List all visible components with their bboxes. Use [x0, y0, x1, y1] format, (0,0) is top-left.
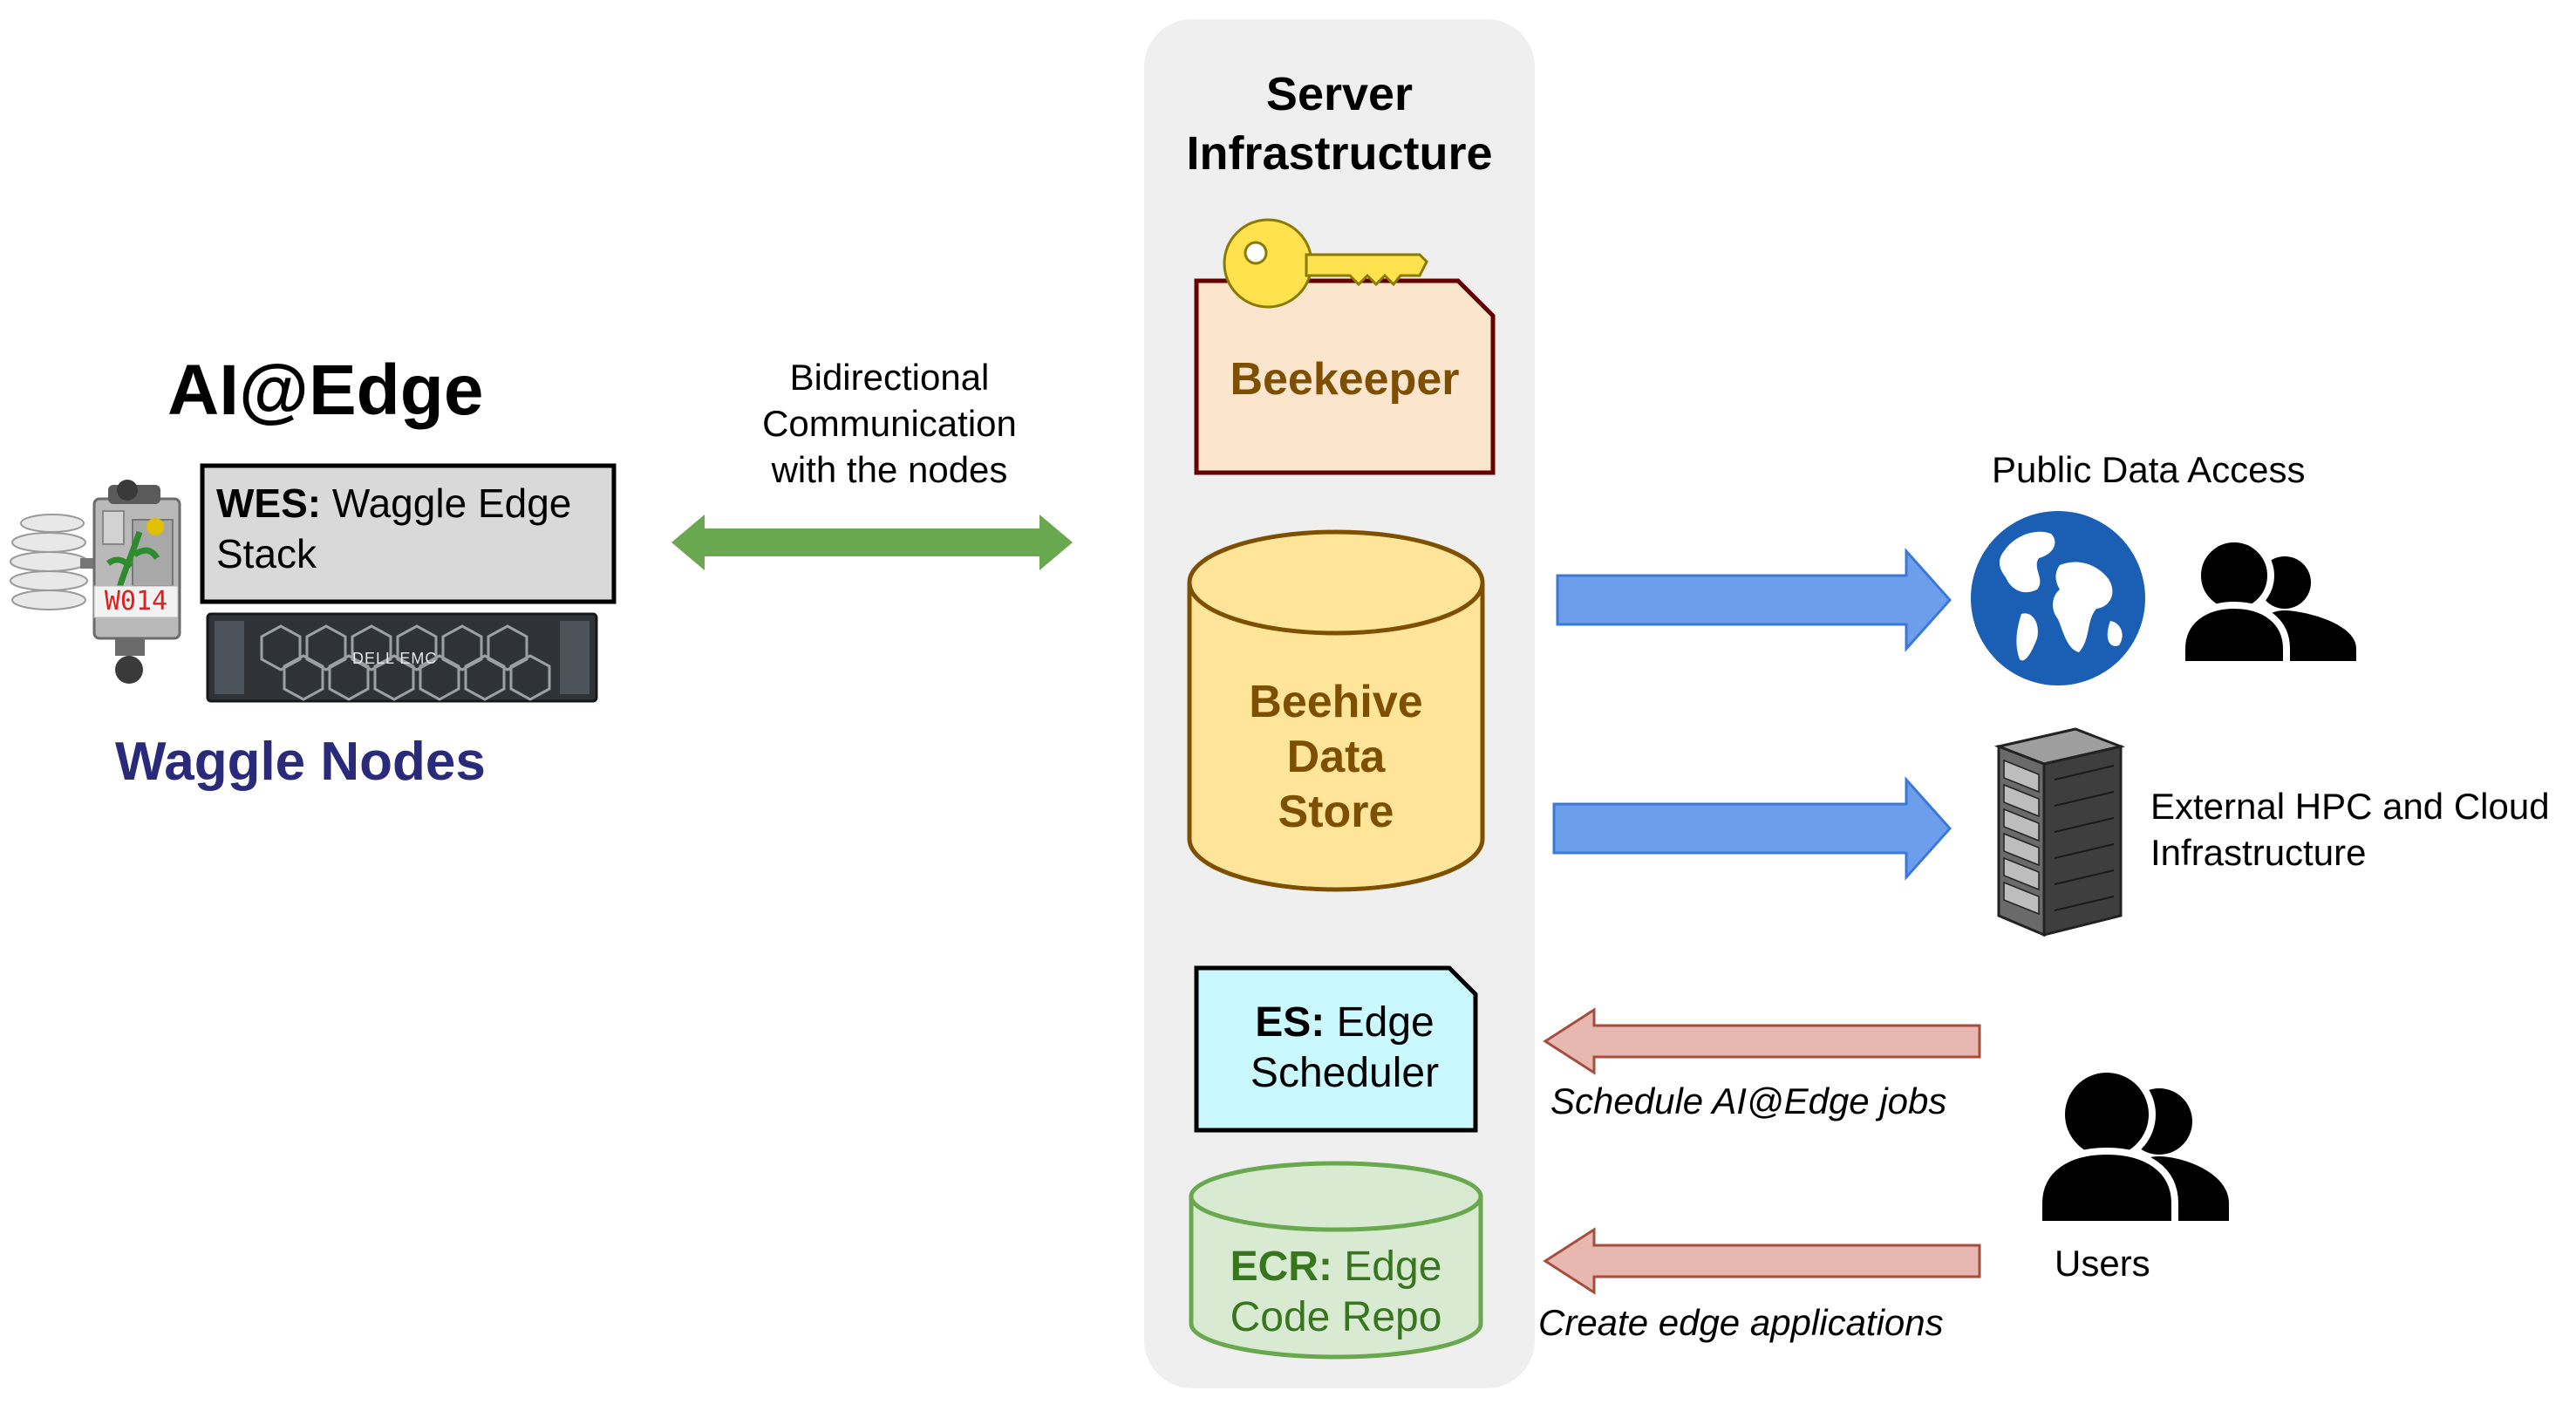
beehive-label-line2: Data	[1286, 732, 1386, 782]
globe-icon	[1971, 511, 2145, 685]
waggle-nodes-caption: Waggle Nodes	[115, 732, 486, 792]
node-tag-w014: W014	[104, 586, 168, 617]
hpc-arrow	[1552, 776, 1952, 881]
ecr-label-text1: Edge	[1344, 1244, 1442, 1290]
edge-code-repo	[1189, 1161, 1483, 1360]
create-apps-arrow	[1543, 1227, 1981, 1295]
es-label-bold: ES:	[1255, 999, 1325, 1046]
hpc-label-line2: Infrastructure	[2150, 832, 2367, 873]
hpc-label-line1: External HPC and Cloud	[2150, 786, 2550, 827]
dell-brand-label: DELL EMC	[352, 650, 438, 667]
beehive-label: Beehive Data Store	[1189, 675, 1482, 840]
wes-label-text: Waggle Edge Stack	[216, 481, 572, 576]
ecr-label-text2: Code Repo	[1230, 1294, 1442, 1340]
es-label-text2: Scheduler	[1250, 1050, 1440, 1096]
schedule-jobs-arrow	[1543, 1007, 1981, 1075]
key-icon	[1223, 218, 1428, 309]
rack-server-icon	[1993, 727, 2126, 937]
beehive-label-line3: Store	[1278, 787, 1394, 837]
ecr-label-bold: ECR:	[1230, 1244, 1332, 1290]
users-group-icon-users	[2035, 1066, 2229, 1228]
public-access-arrow	[1556, 548, 1952, 652]
hpc-label: External HPC and Cloud Infrastructure	[2150, 783, 2550, 876]
wes-label-bold: WES:	[216, 481, 322, 526]
server-title-line2: Infrastructure	[1186, 127, 1493, 180]
edge-code-repo-label: ECR: Edge Code Repo	[1191, 1242, 1481, 1343]
beekeeper-label: Beekeeper	[1230, 354, 1460, 405]
beehive-data-store	[1187, 529, 1485, 892]
bidirectional-label-line1: Bidirectional	[789, 357, 990, 398]
edge-scheduler-label: ES: Edge Scheduler	[1205, 998, 1484, 1099]
public-data-access-label: Public Data Access	[1992, 449, 2306, 490]
beekeeper-box	[1194, 278, 1496, 475]
schedule-jobs-label: Schedule AI@Edge jobs	[1550, 1080, 1947, 1121]
bidirectional-label-line2: Communication	[762, 403, 1017, 444]
edge-scheduler-box	[1194, 965, 1478, 1133]
waggle-node-photo	[10, 480, 181, 684]
ai-edge-title: AI@Edge	[167, 351, 484, 430]
bidirectional-arrow	[671, 515, 1073, 570]
wes-box	[200, 463, 617, 604]
create-apps-label: Create edge applications	[1538, 1302, 1944, 1343]
bidirectional-label-line3: with the nodes	[771, 449, 1008, 490]
wes-label: WES: Waggle Edge Stack	[216, 478, 605, 579]
server-infrastructure-title: Server Infrastructure	[1144, 65, 1535, 183]
users-group-icon-public	[2178, 535, 2356, 668]
server-title-line1: Server	[1265, 68, 1414, 120]
dell-server-photo	[206, 612, 598, 703]
bidirectional-label: Bidirectional Communication with the nod…	[715, 354, 1064, 493]
users-label: Users	[2055, 1243, 2150, 1284]
es-label-text1: Edge	[1336, 999, 1435, 1046]
beehive-label-line1: Beehive	[1249, 677, 1423, 727]
